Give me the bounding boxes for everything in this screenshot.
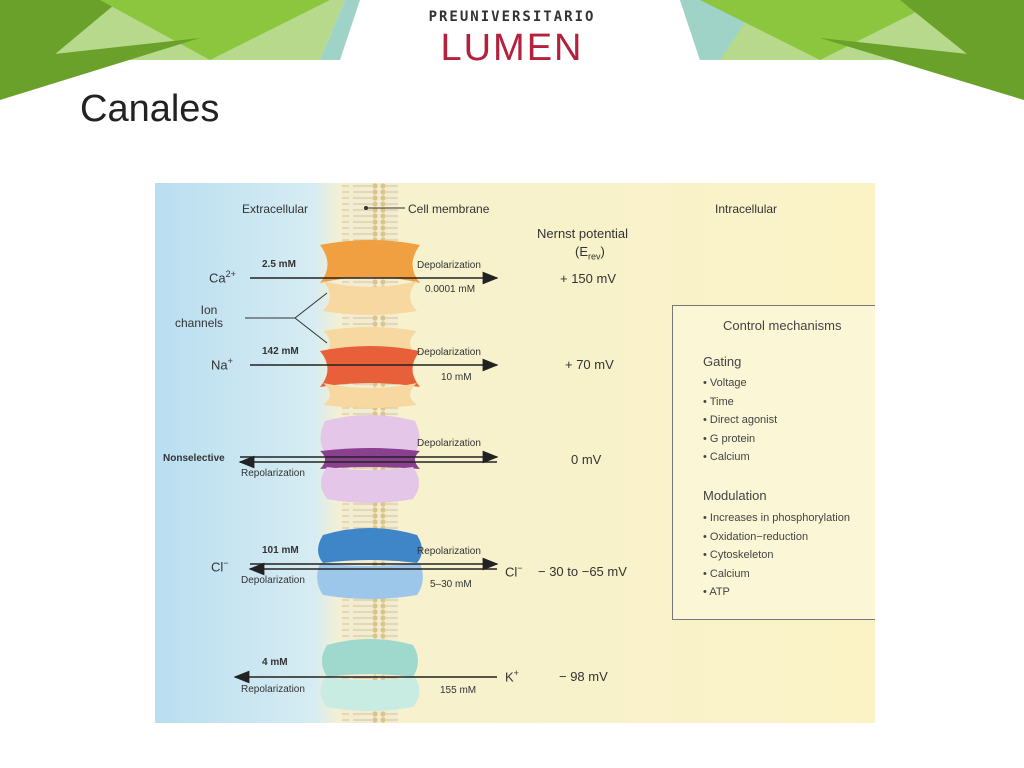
modulation-title: Modulation: [703, 488, 767, 503]
modulation-item: Cytoskeleton: [703, 546, 850, 565]
nonselective-effect-top: Depolarization: [417, 438, 481, 449]
nonselective-potential: 0 mV: [571, 452, 602, 467]
gating-item: G protein: [703, 430, 777, 449]
calcium-effect: Depolarization: [417, 260, 481, 271]
potassium-potential: − 98 mV: [559, 669, 608, 684]
ion-channels-pointer-upper: [294, 292, 328, 319]
left-dark-wedge: [0, 38, 200, 100]
modulation-item: Calcium: [703, 565, 850, 584]
chloride-effect-top: Repolarization: [417, 546, 481, 557]
sodium-effect: Depolarization: [417, 347, 481, 358]
nernst-e: (E: [575, 244, 588, 259]
nonselective-channel: [320, 415, 420, 503]
calcium-potential: + 150 mV: [560, 271, 617, 286]
intracellular-label: Intracellular: [715, 202, 778, 216]
potassium-inside-conc: 155 mM: [440, 685, 477, 696]
chloride-inside-conc: 5–30 mM: [430, 579, 472, 590]
left-light-triangle: [100, 0, 330, 60]
logo-subtitle: PREUNIVERSITARIO: [428, 9, 596, 25]
left-teal-strip: [320, 0, 360, 60]
calcium-charge: 2+: [225, 269, 236, 279]
potassium-symbol: K: [505, 669, 514, 685]
nernst-close: ): [600, 244, 605, 259]
nernst-sub: rev: [588, 251, 601, 262]
control-mechanisms-title: Control mechanisms: [723, 318, 842, 333]
modulation-item: ATP: [703, 583, 850, 602]
chloride-charge: −: [223, 558, 229, 568]
gating-item: Direct agonist: [703, 411, 777, 430]
gating-title: Gating: [703, 354, 742, 369]
ion-channels-label-1: Ion: [200, 303, 218, 317]
chloride-inside-charge: −: [517, 563, 523, 573]
control-mechanisms-box: Control mechanisms Gating Voltage Time D…: [672, 305, 875, 620]
extracellular-label: Extracellular: [242, 202, 309, 216]
sodium-symbol: Na: [211, 357, 228, 373]
banner-decoration: [0, 0, 1024, 100]
gating-item: Voltage: [703, 374, 777, 393]
modulation-item: Oxidation−reduction: [703, 528, 850, 547]
sodium-potential: + 70 mV: [565, 357, 614, 372]
nernst-erev: (Erev): [575, 244, 605, 262]
chloride-ion-label: Cl−: [211, 558, 229, 574]
nonselective-effect-bottom: Repolarization: [241, 468, 305, 479]
potassium-ion-label: K+: [505, 668, 519, 684]
nonselective-label: Nonselective: [163, 453, 225, 464]
chloride-inside-symbol: Cl: [505, 564, 518, 580]
cell-membrane-label: Cell membrane: [408, 202, 490, 216]
potassium-channel: [320, 639, 420, 711]
calcium-channel: [320, 240, 420, 315]
ion-channels-label-2: channels: [175, 316, 224, 330]
chloride-effect-bottom: Depolarization: [241, 575, 305, 586]
calcium-ion-label: Ca2+: [209, 269, 236, 285]
gating-item: Time: [703, 393, 777, 412]
chloride-potential: − 30 to −65 mV: [538, 564, 627, 579]
nernst-title: Nernst potential: [537, 226, 629, 241]
ion-channels-pointer-lower: [294, 317, 328, 344]
sodium-channel: [320, 327, 420, 408]
logo: PREUNIVERSITARIO LUMEN: [0, 8, 1024, 68]
sodium-inside-conc: 10 mM: [441, 372, 472, 383]
potassium-outside-conc: 4 mM: [262, 657, 288, 668]
potassium-charge: +: [513, 668, 519, 678]
chloride-channel: [317, 528, 423, 599]
membrane-pointer-dot: [364, 206, 368, 210]
calcium-inside-conc: 0.0001 mM: [425, 284, 476, 295]
potassium-effect: Repolarization: [241, 684, 305, 695]
modulation-item: Increases in phosphorylation: [703, 509, 850, 528]
calcium-outside-conc: 2.5 mM: [262, 259, 296, 270]
ion-channels-figure: Extracellular Cell membrane Intracellula…: [155, 183, 875, 723]
modulation-list: Increases in phosphorylation Oxidation−r…: [703, 509, 850, 602]
sodium-ion-label: Na+: [211, 356, 233, 372]
slide-title: Canales: [80, 88, 220, 130]
gating-item: Calcium: [703, 448, 777, 467]
gating-list: Voltage Time Direct agonist G protein Ca…: [703, 374, 777, 467]
header-banner: [0, 0, 1024, 110]
sodium-outside-conc: 142 mM: [262, 346, 299, 357]
sodium-charge: +: [227, 356, 233, 366]
chloride-symbol: Cl: [211, 559, 224, 575]
right-light-triangle: [700, 0, 940, 60]
logo-wordmark: LUMEN: [440, 27, 584, 69]
chloride-outside-conc: 101 mM: [262, 545, 299, 556]
chloride-inside-ion: Cl−: [505, 563, 523, 579]
right-dark-wedge: [820, 38, 1024, 100]
calcium-symbol: Ca: [209, 270, 226, 286]
